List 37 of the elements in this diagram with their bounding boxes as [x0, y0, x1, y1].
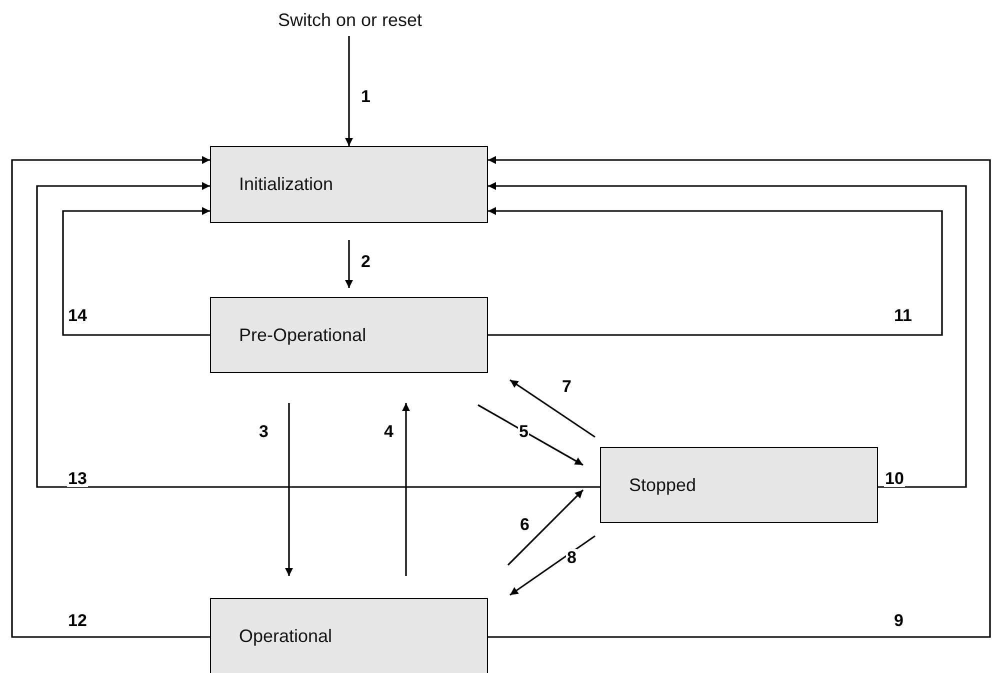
state-box: [600, 447, 878, 523]
edge-label: 5: [518, 423, 530, 440]
state-box: [210, 297, 488, 373]
edge-label: 11: [893, 307, 913, 324]
transition-arrow: [402, 403, 410, 576]
state-name: Stopped: [629, 474, 696, 496]
transition-arrow: [62, 207, 210, 336]
transition-arrow: [285, 403, 293, 576]
edge-label: 12: [67, 612, 88, 629]
edge-label: 8: [566, 549, 578, 566]
edge-label: 2: [360, 253, 372, 270]
start-label: Switch on or reset: [278, 10, 422, 30]
transition-arrow: [488, 207, 943, 336]
edge-label: 4: [383, 423, 394, 440]
state-box: [210, 598, 488, 673]
transition-arrow: [345, 240, 353, 288]
edge-label: 9: [893, 612, 904, 629]
transition-arrow: [478, 404, 584, 466]
edge-label: 3: [258, 423, 270, 440]
transition-arrow: [488, 182, 967, 488]
transition-arrow: [36, 182, 600, 488]
transition-arrow: [510, 379, 596, 438]
edge-label: 10: [884, 470, 905, 487]
state-name: Pre-Operational: [239, 324, 366, 346]
transition-arrow: [510, 535, 596, 596]
edge-label: 6: [519, 516, 530, 533]
transition-arrow: [11, 156, 210, 638]
edge-label: 7: [561, 378, 572, 395]
edge-label: 13: [67, 470, 88, 487]
edge-label: 1: [360, 88, 372, 105]
state-name: Operational: [239, 626, 332, 646]
state-box: [210, 146, 488, 223]
transition-arrow: [345, 36, 353, 146]
transition-arrow: [507, 489, 584, 566]
transition-arrow: [488, 156, 991, 638]
edge-label: 14: [67, 307, 88, 324]
state-name: Initialization: [239, 174, 334, 195]
